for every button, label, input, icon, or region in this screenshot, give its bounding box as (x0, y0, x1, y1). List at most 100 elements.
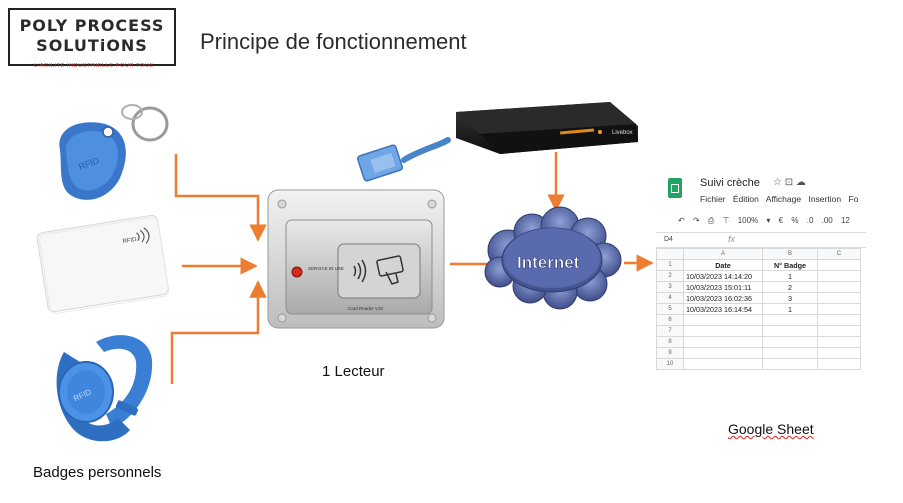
table-row: 3 10/03/2023 15:01:11 2 (656, 281, 861, 293)
percent-button[interactable]: % (791, 216, 799, 225)
menu-insertion[interactable]: Insertion (808, 194, 842, 204)
sheet-toolbar: ↶ ↷ ⎙ ⊤ 100% ▾ € % .0 .00 12 (678, 216, 856, 226)
livebox-router-icon: Livebox (456, 102, 638, 154)
table-row: 10 (656, 358, 861, 370)
table-cell[interactable]: 10/03/2023 14:14:20 (683, 270, 763, 282)
table-cell[interactable]: N° Badge (762, 259, 818, 271)
table-cell[interactable]: 2 (762, 281, 818, 293)
table-cell[interactable] (817, 336, 861, 348)
fx-icon: fx (728, 234, 736, 244)
table-row: 9 (656, 347, 861, 359)
menu-affichage[interactable]: Affichage (765, 194, 802, 204)
undo-icon[interactable]: ↶ (678, 216, 685, 225)
table-row: 5 10/03/2023 16:14:54 1 (656, 303, 861, 315)
table-cell[interactable] (683, 314, 763, 326)
table-row: 2 10/03/2023 14:14:20 1 (656, 270, 861, 282)
cell-reference[interactable]: D4 (664, 236, 673, 243)
print-icon[interactable]: ⎙ (707, 216, 715, 225)
table-row: 8 (656, 336, 861, 348)
column-header-row: A B C (656, 248, 861, 260)
rfid-card-icon: RFID (36, 214, 170, 314)
row-header[interactable]: 8 (656, 336, 684, 348)
table-cell[interactable] (817, 358, 861, 370)
svg-text:Livebox: Livebox (612, 130, 633, 136)
formula-bar: D4 fx (656, 232, 866, 248)
table-cell[interactable] (762, 336, 818, 348)
table-cell[interactable]: 10/03/2023 16:14:54 (683, 303, 763, 315)
decrease-decimal-button[interactable]: .0 (806, 216, 814, 225)
internet-label: Internet (517, 253, 580, 272)
table-row: 1 Date N° Badge (656, 259, 861, 271)
caption-reader: 1 Lecteur (322, 363, 385, 380)
internet-cloud-icon: Internet (484, 206, 622, 310)
redo-icon[interactable]: ↷ (692, 216, 700, 225)
currency-button[interactable]: € (778, 216, 784, 225)
table-cell[interactable]: 10/03/2023 15:01:11 (683, 281, 763, 293)
table-cell[interactable]: 1 (762, 303, 818, 315)
table-cell[interactable] (817, 325, 861, 337)
card-reader-device: SERVICE IN USE Card Reader V10 (267, 189, 445, 329)
table-cell[interactable] (817, 303, 861, 315)
table-cell[interactable]: 3 (762, 292, 818, 304)
table-row: 7 (656, 325, 861, 337)
table-cell[interactable] (817, 259, 861, 271)
rfid-wristband-icon: RFID (56, 335, 153, 442)
sheet-menu-bar: Fichier Édition Affichage Insertion Fo (700, 194, 863, 204)
row-header[interactable]: 9 (656, 347, 684, 359)
arrow-badges-to-reader (170, 154, 267, 384)
row-header[interactable]: 2 (656, 270, 684, 282)
table-cell[interactable] (817, 347, 861, 359)
row-header[interactable]: 6 (656, 314, 684, 326)
svg-text:Card Reader V10: Card Reader V10 (348, 306, 384, 311)
row-header[interactable]: 1 (656, 259, 684, 271)
company-logo: POLY PROCESS SOLUTiONS (8, 8, 176, 66)
table-cell[interactable] (683, 325, 763, 337)
svg-text:RFID: RFID (122, 237, 137, 245)
column-header[interactable]: B (762, 248, 818, 260)
corner-cell[interactable] (656, 248, 684, 260)
logo-line-2: SOLUTiONS (36, 36, 148, 55)
row-header[interactable]: 3 (656, 281, 684, 293)
table-cell[interactable] (817, 281, 861, 293)
sheet-doc-name[interactable]: Suivi crèche (700, 177, 760, 189)
row-header[interactable]: 5 (656, 303, 684, 315)
logo-line-1: POLY PROCESS (19, 16, 165, 35)
paint-format-icon[interactable]: ⊤ (722, 216, 730, 225)
menu-fichier[interactable]: Fichier (700, 194, 726, 204)
caption-google-sheet-text: Google Sheet (728, 421, 814, 437)
table-cell[interactable] (817, 270, 861, 282)
increase-decimal-button[interactable]: .00 (821, 216, 833, 225)
row-header[interactable]: 10 (656, 358, 684, 370)
sheet-doc-icons[interactable]: ☆ ⊡ ☁ (773, 177, 806, 188)
table-cell[interactable]: Date (683, 259, 763, 271)
number-format-button[interactable]: 12 (840, 216, 850, 225)
row-header[interactable]: 4 (656, 292, 684, 304)
table-cell[interactable] (817, 292, 861, 304)
table-cell[interactable] (683, 358, 763, 370)
table-row: 4 10/03/2023 16:02:36 3 (656, 292, 861, 304)
table-cell[interactable] (762, 325, 818, 337)
table-cell[interactable] (683, 336, 763, 348)
table-cell[interactable]: 10/03/2023 16:02:36 (683, 292, 763, 304)
table-cell[interactable]: 1 (762, 270, 818, 282)
table-cell[interactable] (683, 347, 763, 359)
sheets-logo-icon (668, 178, 682, 198)
table-cell[interactable] (762, 347, 818, 359)
menu-edition[interactable]: Édition (732, 194, 759, 204)
table-cell[interactable] (762, 314, 818, 326)
menu-format[interactable]: Fo (848, 194, 859, 204)
column-header[interactable]: A (683, 248, 763, 260)
table-cell[interactable] (817, 314, 861, 326)
column-header[interactable]: C (817, 248, 861, 260)
table-row: 6 (656, 314, 861, 326)
table-cell[interactable] (762, 358, 818, 370)
caption-google-sheet: Google Sheet (728, 421, 814, 437)
zoom-chevron-icon[interactable]: ▾ (766, 216, 771, 225)
rfid-keyfob-icon: RFID (59, 104, 169, 200)
zoom-select[interactable]: 100% (737, 216, 759, 225)
google-sheet-preview: Suivi crèche ☆ ⊡ ☁ Fichier Édition Affic… (656, 170, 866, 384)
row-header[interactable]: 7 (656, 325, 684, 337)
logo-tagline: L'AGILITÉ INDUSTRIELLE POUR TOUS (34, 63, 154, 69)
page-title: Principe de fonctionnement (200, 29, 467, 54)
